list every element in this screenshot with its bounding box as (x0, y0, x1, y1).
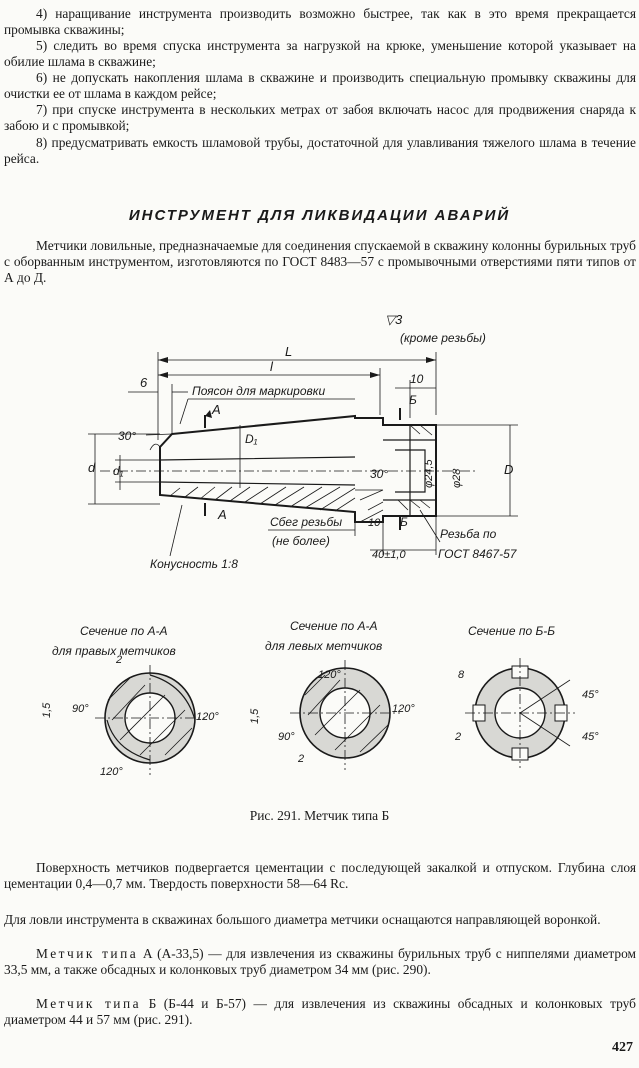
not-more-label: (не более) (272, 534, 330, 548)
belt-label: Поясон для маркировки (192, 384, 325, 398)
type-a-text: А (А-33,5) — для извлечения из скважины … (4, 946, 636, 978)
section-A-bottom: А (217, 507, 227, 522)
section2-title: Сечение по А-А (290, 619, 377, 633)
cementation-paragraph: Поверхность метчиков подвергается цемент… (4, 860, 636, 892)
section-A-top: А (211, 402, 221, 417)
d1-upper-label: D₁ (245, 432, 258, 446)
D-label: D (504, 462, 513, 477)
paragraph-item-5: 5) следить во время спуска инструмента з… (4, 38, 636, 70)
s3-dim8: 8 (458, 669, 465, 681)
d1-label: d₁ (113, 464, 124, 478)
s3-angle45-top: 45° (582, 689, 599, 701)
s2-dim15: 1,5 (249, 708, 261, 724)
s1-dim2: 2 (115, 654, 122, 666)
s1-angle90: 90° (72, 703, 89, 715)
s3-angle45-bottom: 45° (582, 731, 599, 743)
section2-subtitle: для левых метчиков (265, 639, 382, 653)
taper-label: Конусность 1:8 (150, 557, 238, 571)
figure-caption: Рис. 291. Метчик типа Б (249, 808, 390, 823)
intro-paragraph: Метчики ловильные, предназначаемые для с… (4, 238, 636, 286)
dim-l-label: l (270, 359, 274, 374)
dim-L-label: L (285, 344, 292, 359)
roughness-note: (кроме резьбы) (400, 331, 486, 345)
angle-30-right: 30° (370, 467, 388, 481)
s3-dim2: 2 (454, 731, 461, 743)
dim-10-bottom: 10 (368, 517, 381, 529)
section1-title: Сечение по А-А (80, 624, 167, 638)
s1-angle120-bottom: 120° (100, 766, 123, 778)
section-B-top: Б (409, 393, 417, 407)
s1-dim15: 1,5 (41, 702, 53, 718)
thread-run-label: Сбег резьбы (270, 515, 342, 529)
type-a-lead: Метчик типа (36, 946, 139, 961)
funnel-paragraph: Для ловли инструмента в скважинах большо… (4, 912, 601, 927)
section-heading: ИНСТРУМЕНТ ДЛЯ ЛИКВИДАЦИИ АВАРИЙ (128, 207, 511, 224)
paragraph-item-6: 6) не допускать накопления шлама в скваж… (4, 70, 636, 102)
dim-40-label: 40±1,0 (372, 549, 406, 561)
gost-label: ГОСТ 8467-57 (438, 547, 518, 561)
s2-angle90: 90° (278, 731, 295, 743)
d-label: d (88, 460, 96, 475)
s2-dim2: 2 (297, 753, 304, 765)
s2-angle120-right: 120° (392, 703, 415, 715)
paragraph-item-7: 7) при спуске инструмента в нескольких м… (4, 102, 636, 134)
paragraph-item-4: 4) наращивание инструмента производить в… (4, 6, 636, 38)
section3-title: Сечение по Б-Б (468, 624, 555, 638)
paragraph-item-8: 8) предусматривать емкость шламовой труб… (4, 135, 636, 167)
s1-angle120-right: 120° (196, 711, 219, 723)
type-b-text: Б (Б-44 и Б-57) — для извлечения из сква… (4, 996, 636, 1028)
phi-28-label: φ28 (451, 468, 463, 488)
dim-10-top: 10 (410, 372, 424, 386)
thread-label: Резьба по (440, 527, 497, 541)
s2-angle120-top: 120° (318, 669, 341, 681)
dim-6-label: 6 (140, 375, 148, 390)
section1-subtitle: для правых метчиков (52, 644, 176, 658)
roughness-symbol: ▽3 (385, 312, 403, 327)
type-b-paragraph: Метчик типа Б (Б-44 и Б-57) — для извлеч… (4, 996, 636, 1028)
type-b-lead: Метчик типа (36, 996, 142, 1011)
angle-30-left: 30° (118, 429, 136, 443)
tap-drawing: ▽3 (кроме резьбы) L l 6 10 Поясон для ма… (41, 312, 599, 778)
section-B-bottom: Б (400, 515, 408, 529)
page-number: 427 (612, 1040, 633, 1055)
type-a-paragraph: Метчик типа А (А-33,5) — для извлечения … (4, 946, 636, 978)
phi-245-label: φ24,5 (423, 459, 435, 488)
